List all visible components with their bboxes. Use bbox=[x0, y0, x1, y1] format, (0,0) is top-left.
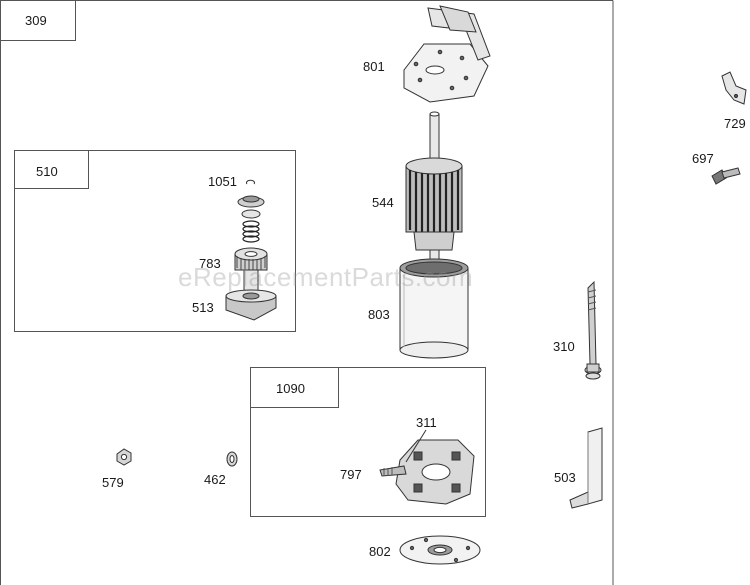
brush-plate-1090 bbox=[395, 439, 475, 505]
label-1051: 1051 bbox=[208, 174, 237, 189]
housing-803 bbox=[399, 258, 469, 359]
subassembly-1090-frame bbox=[250, 367, 486, 517]
subassembly-510-frame bbox=[14, 150, 296, 332]
label-801: 801 bbox=[363, 59, 385, 74]
label-544: 544 bbox=[372, 195, 394, 210]
through-bolt-310 bbox=[584, 280, 602, 380]
label-803: 803 bbox=[368, 307, 390, 322]
snap-ring-1051 bbox=[246, 179, 255, 185]
label-503: 503 bbox=[554, 470, 576, 485]
label-802: 802 bbox=[369, 544, 391, 559]
label-579: 579 bbox=[102, 475, 124, 490]
screw-697 bbox=[711, 167, 741, 185]
subassembly-1090-label: 1090 bbox=[276, 381, 305, 396]
retainer-1051 bbox=[237, 195, 265, 219]
nut-579 bbox=[116, 448, 132, 466]
bracket-503 bbox=[569, 427, 603, 509]
label-462: 462 bbox=[204, 472, 226, 487]
spring-783 bbox=[242, 220, 260, 243]
bracket-plate-801 bbox=[403, 5, 491, 103]
subassembly-510-label: 510 bbox=[36, 164, 58, 179]
outer-frame bbox=[0, 0, 614, 585]
label-797: 797 bbox=[340, 467, 362, 482]
lock-washer-462 bbox=[226, 451, 238, 467]
label-783: 783 bbox=[199, 256, 221, 271]
leader-311 bbox=[405, 429, 427, 463]
pinion-gear-783 bbox=[234, 247, 268, 271]
armature-544 bbox=[405, 111, 463, 265]
assembly-number: 309 bbox=[25, 13, 47, 28]
clip-729 bbox=[721, 71, 747, 105]
drive-housing-513 bbox=[225, 269, 277, 321]
label-697: 697 bbox=[692, 151, 714, 166]
label-311: 311 bbox=[416, 415, 437, 430]
label-310: 310 bbox=[553, 339, 575, 354]
end-plate-802 bbox=[399, 535, 481, 565]
label-513: 513 bbox=[192, 300, 214, 315]
terminal-stud-797 bbox=[379, 465, 407, 477]
label-729: 729 bbox=[724, 116, 746, 131]
